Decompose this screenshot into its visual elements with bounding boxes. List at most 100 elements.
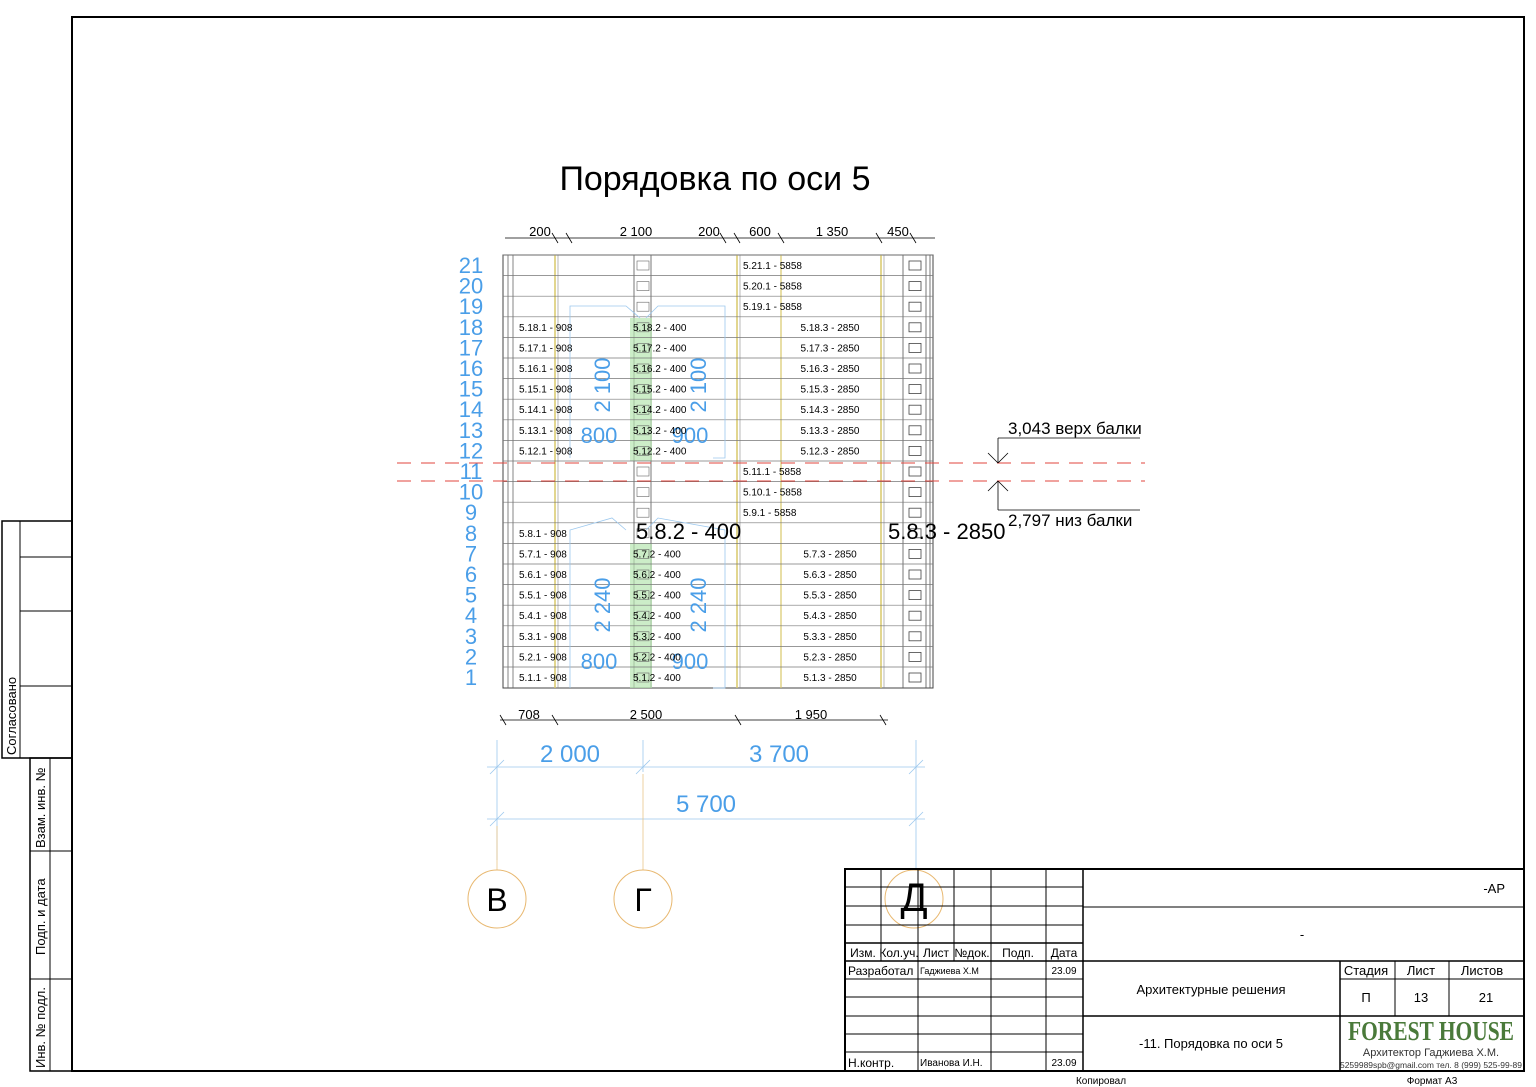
format-label: Формат А3 xyxy=(1407,1076,1458,1087)
bottom-dimension-line-1 xyxy=(499,714,888,726)
axis-label-d: Д xyxy=(900,876,927,920)
log-label-full: 5.9.1 - 5858 xyxy=(743,508,797,519)
dowel-square xyxy=(636,343,650,353)
header-list: Лист xyxy=(923,946,950,960)
row-number: 1 xyxy=(465,665,477,690)
row-number: 10 xyxy=(459,480,483,505)
sheet-label: Лист xyxy=(1407,963,1435,978)
stage-value: П xyxy=(1361,990,1370,1005)
axis-marker-g xyxy=(613,774,673,929)
opening-lower-left-width: 800 xyxy=(581,649,618,674)
opening-outlines xyxy=(569,305,726,689)
dowel-square xyxy=(908,466,922,477)
opening-lower-right-height: 2 240 xyxy=(686,577,711,632)
top-dimension-line xyxy=(505,232,935,244)
dowel-square xyxy=(908,549,922,559)
log-label-left: 5.7.1 - 908 xyxy=(519,549,567,560)
dowel-square xyxy=(908,631,922,642)
dowel-square xyxy=(908,322,922,333)
razrabotal-date: 23.09 xyxy=(1051,966,1076,977)
top-dim-3: 200 xyxy=(698,224,720,239)
company-logo: FOREST HOUSE xyxy=(1348,1016,1514,1046)
top-dim-2: 2 100 xyxy=(620,224,653,239)
opening-upper-left-width: 800 xyxy=(581,423,618,448)
podp-data-label: Подп. и дата xyxy=(33,878,48,955)
log-label-full: 5.21.1 - 5858 xyxy=(743,261,802,272)
log-label-middle: 5.12.2 - 400 xyxy=(633,446,687,457)
beam-top-level: 3,043 верх балки xyxy=(1008,419,1142,438)
soglasovano-label: Согласовано xyxy=(4,677,19,755)
opening-upper-right-width: 900 xyxy=(672,423,709,448)
row-number: 17 xyxy=(459,335,483,360)
log-label-left: 5.2.1 - 908 xyxy=(519,652,567,663)
row-number: 9 xyxy=(465,500,477,525)
doc-code: -АР xyxy=(1483,881,1505,896)
bottom-dim-1: 708 xyxy=(518,707,540,722)
log-label-full: 5.10.1 - 5858 xyxy=(743,488,802,499)
row-lines xyxy=(503,254,933,668)
row-number: 5 xyxy=(465,583,477,608)
dowel-squares xyxy=(636,260,922,683)
dowel-square xyxy=(636,610,650,621)
row-number: 18 xyxy=(459,315,483,340)
row-number: 14 xyxy=(459,397,483,422)
header-podp: Подп. xyxy=(1002,946,1034,960)
log-label-middle: 5.17.2 - 400 xyxy=(633,343,687,354)
dowel-square xyxy=(908,569,922,580)
log-label-left: 5.4.1 - 908 xyxy=(519,611,567,622)
dowel-square xyxy=(908,610,922,621)
stage-label: Стадия xyxy=(1344,963,1388,978)
dowel-square xyxy=(908,301,922,312)
log-label-right: 5.4.3 - 2850 xyxy=(803,611,857,622)
log-label-right: 5.2.3 - 2850 xyxy=(803,652,857,663)
log-label-middle: 5.15.2 - 400 xyxy=(633,385,687,396)
dowel-square xyxy=(908,590,922,600)
log-label-middle: 5.5.2 - 400 xyxy=(633,591,681,602)
log-label-right: 5.17.3 - 2850 xyxy=(801,343,860,354)
log-label-middle: 5.7.2 - 400 xyxy=(633,549,681,560)
dowel-square xyxy=(636,487,650,497)
log-label-middle: 5.6.2 - 400 xyxy=(633,570,681,581)
log-label-full: 5.20.1 - 5858 xyxy=(743,282,802,293)
opening-lower-left-height: 2 240 xyxy=(590,577,615,632)
log-label-middle: 5.13.2 - 400 xyxy=(633,426,687,437)
log-label-left: 5.3.1 - 908 xyxy=(519,632,567,643)
bottom-dim-3700: 3 700 xyxy=(749,741,809,768)
bottom-dim-2000: 2 000 xyxy=(540,741,600,768)
beam-lines xyxy=(397,462,1145,482)
dowel-square xyxy=(636,281,650,291)
log-label-full: 5.11.1 - 5858 xyxy=(743,467,802,478)
architect-name: Архитектор Гаджиева Х.М. xyxy=(1363,1047,1499,1059)
log-label-left: 5.8.1 - 908 xyxy=(519,529,567,540)
log-label-middle: 5.1.2 - 400 xyxy=(633,673,681,684)
side-stamp xyxy=(1,520,73,1072)
log-label-right: 5.6.3 - 2850 xyxy=(803,570,857,581)
company-contacts: 5259989spb@gmail.com тел. 8 (999) 525-99… xyxy=(1340,1061,1523,1070)
dowel-square xyxy=(908,363,922,374)
row-number: 16 xyxy=(459,356,483,381)
log-label-left: 5.12.1 - 908 xyxy=(519,446,573,457)
row-number: 12 xyxy=(459,438,483,463)
dowel-square xyxy=(636,652,650,662)
bottom-dimension-line-2 xyxy=(487,740,925,870)
section-name: Архитектурные решения xyxy=(1136,982,1285,997)
log-label-left: 5.1.1 - 908 xyxy=(519,673,567,684)
dowel-square xyxy=(636,549,650,559)
axis-label-g: Г xyxy=(634,882,651,918)
dowel-square xyxy=(636,631,650,642)
title-block xyxy=(844,868,1525,1072)
row-number: 7 xyxy=(465,541,477,566)
dowel-square xyxy=(908,425,922,436)
dowel-square xyxy=(636,466,650,477)
log-label-full: 5.19.1 - 5858 xyxy=(743,302,802,313)
sheet-title: -11. Порядовка по оси 5 xyxy=(1139,1036,1283,1051)
drawing-title: Порядовка по оси 5 xyxy=(559,160,870,198)
nkontr-name: Иванова И.Н. xyxy=(920,1058,983,1069)
log-label-right: 5.3.3 - 2850 xyxy=(803,632,857,643)
dowel-square xyxy=(636,569,650,580)
dowel-square xyxy=(908,260,922,271)
log-label-left: 5.17.1 - 908 xyxy=(519,343,573,354)
dowel-square xyxy=(908,445,922,456)
nkontr-date: 23.09 xyxy=(1051,1058,1076,1069)
